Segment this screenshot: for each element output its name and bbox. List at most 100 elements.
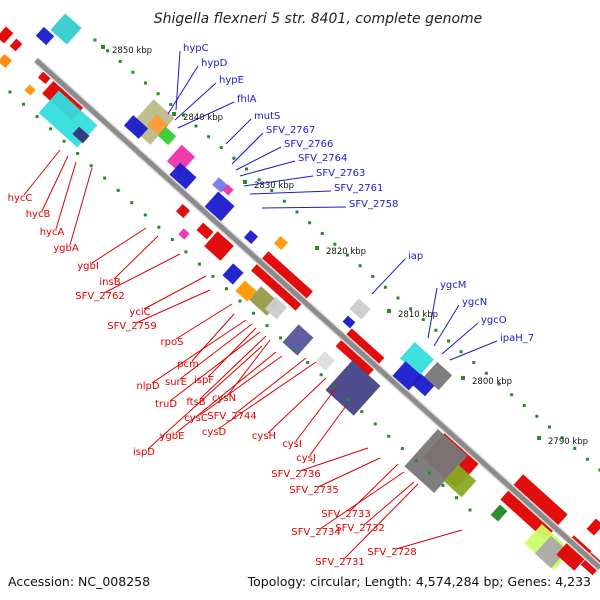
gene-label-ygbE: ygbE	[160, 431, 185, 442]
tick-mark	[130, 201, 134, 205]
gene-leader-line	[295, 387, 337, 442]
gene-labels: hypChypDhypEfhlAmutSSFV_2767SFV_2766SFV_…	[8, 43, 535, 568]
tick-mark	[144, 81, 147, 85]
gene-label-SFV_2734: SFV_2734	[291, 527, 340, 538]
gene-feature-block	[490, 504, 508, 522]
gene-label-cysD: cysD	[202, 427, 227, 438]
gene-feature-block	[349, 298, 371, 320]
tick-mark	[22, 102, 26, 106]
gene-label-truD: truD	[155, 399, 177, 410]
gene-leader-line	[151, 319, 247, 384]
tick-mark	[421, 318, 425, 321]
kbp-tick-mark	[315, 246, 319, 250]
gene-label-cysN: cysN	[212, 393, 236, 404]
gene-feature-block	[235, 280, 257, 302]
gene-leader-line	[91, 227, 147, 264]
gene-feature-block	[0, 53, 13, 69]
tick-mark	[252, 311, 256, 315]
gene-feature-block	[0, 26, 14, 44]
tick-mark	[224, 287, 228, 291]
gene-leader-line	[371, 258, 406, 295]
gene-feature-block	[404, 429, 468, 493]
kbp-tick-label: 2850 kbp	[112, 46, 152, 56]
kbp-tick-mark	[537, 436, 541, 440]
gene-label-SFV_2735: SFV_2735	[289, 485, 338, 496]
gene-feature-block	[264, 296, 288, 320]
tick-mark	[131, 70, 135, 74]
tick-mark	[468, 508, 472, 512]
kbp-tick-mark	[172, 112, 176, 116]
gene-feature-block	[222, 184, 234, 196]
kbp-tick-label: 2810 kbp	[398, 310, 438, 320]
gene-label-ipaH_7: ipaH_7	[500, 333, 534, 344]
tick-mark	[103, 176, 107, 180]
tick-mark	[207, 135, 211, 139]
gene-label-hypD: hypD	[201, 58, 228, 69]
tick-mark	[181, 113, 185, 117]
tick-mark	[116, 188, 120, 192]
gene-feature-block	[204, 231, 234, 261]
tick-mark	[497, 382, 501, 386]
gene-label-hypE: hypE	[219, 75, 244, 86]
gene-leader-line	[177, 101, 235, 129]
tick-mark	[387, 434, 391, 438]
tick-mark	[118, 60, 122, 63]
gene-leader-line	[135, 289, 211, 324]
gene-label-mutS: mutS	[254, 111, 280, 122]
gene-leader-line	[175, 351, 277, 434]
tick-mark	[8, 90, 12, 94]
gene-label-SFV_2759: SFV_2759	[107, 321, 156, 332]
gene-leader-line	[239, 160, 296, 177]
gene-label-pcm: pcm	[177, 359, 199, 370]
tick-mark	[447, 339, 450, 343]
gene-label-SFV_2767: SFV_2767	[266, 125, 315, 136]
gene-feature-block	[243, 229, 259, 245]
tick-mark	[62, 139, 66, 143]
tick-mark	[346, 397, 350, 401]
gene-label-rpoS: rpoS	[161, 337, 184, 348]
tick-mark	[282, 199, 286, 203]
tick-mark	[427, 471, 431, 475]
gene-leader-line	[317, 457, 381, 488]
gene-leader-line	[363, 481, 415, 526]
gene-leader-line	[231, 132, 264, 165]
gene-feature-block	[273, 235, 289, 251]
gene-leader-line	[41, 155, 69, 212]
tick-mark	[184, 250, 188, 254]
gene-label-SFV_2744: SFV_2744	[207, 411, 256, 422]
tick-mark	[373, 422, 377, 426]
gene-feature-block	[175, 203, 191, 219]
gene-feature-block	[222, 263, 244, 285]
kbp-tick-mark	[243, 180, 247, 184]
genome-backbone	[33, 57, 600, 571]
tick-mark	[308, 221, 312, 225]
tick-mark	[535, 414, 539, 418]
tick-mark	[238, 299, 242, 303]
tick-mark	[598, 468, 600, 472]
gene-label-ftsB: ftsB	[186, 397, 205, 408]
gene-leader-line	[309, 405, 347, 456]
tick-mark	[320, 232, 324, 235]
tick-mark	[265, 324, 269, 328]
gene-feature-block	[342, 315, 356, 329]
tick-mark	[454, 496, 458, 500]
gene-label-SFV_2731: SFV_2731	[315, 557, 364, 568]
gene-feature-block	[443, 464, 477, 498]
gene-leader-line	[433, 304, 460, 347]
tick-mark	[358, 264, 362, 268]
gene-label-SFV_2758: SFV_2758	[349, 199, 398, 210]
tick-mark	[197, 262, 201, 266]
gene-label-SFV_2763: SFV_2763	[316, 168, 365, 179]
gene-feature-block	[196, 222, 214, 240]
gene-label-hycA: hycA	[40, 227, 65, 238]
gene-label-SFV_2766: SFV_2766	[284, 139, 333, 150]
gene-feature-block	[178, 228, 190, 240]
gene-leader-line	[175, 303, 233, 340]
gene-leader-line	[261, 206, 347, 209]
gene-leader-line	[225, 118, 252, 145]
gene-leader-line	[199, 355, 283, 416]
tick-mark	[106, 49, 110, 53]
tick-mark	[510, 393, 514, 397]
gene-feature-block	[166, 144, 196, 174]
gene-leader-line	[191, 313, 235, 362]
